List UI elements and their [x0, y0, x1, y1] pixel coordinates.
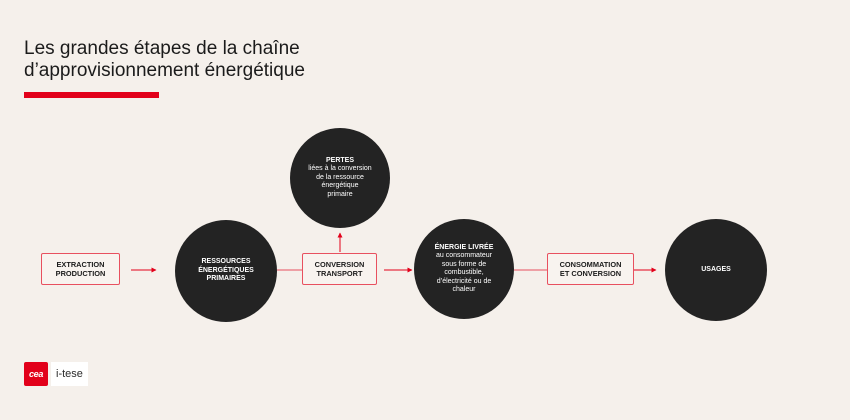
title-underline	[24, 92, 159, 98]
node-extraction-production: EXTRACTION PRODUCTION	[41, 253, 120, 285]
node-consommation-conversion: CONSOMMATION ET CONVERSION	[547, 253, 634, 285]
energie-description: au consommateur sous forme de combustibl…	[435, 252, 493, 293]
diagram-title: Les grandes étapes de la chaîne d’approv…	[24, 38, 305, 81]
itese-logo-text: i-tese	[51, 362, 88, 386]
cea-logo-mark: cea	[24, 362, 48, 386]
pertes-description: liées à la conversion de la ressource én…	[308, 165, 372, 198]
node-conversion-transport: CONVERSION TRANSPORT	[302, 253, 377, 285]
node-pertes: PERTES liées à la conversion de la resso…	[290, 128, 390, 228]
cea-itese-logo: cea i-tese	[24, 362, 88, 386]
energie-title: ÉNERGIE LIVRÉE	[434, 243, 494, 251]
pertes-title: PERTES	[325, 156, 354, 164]
node-energie-livree: ÉNERGIE LIVRÉE au consommateur sous form…	[414, 219, 514, 319]
usages-label: USAGES	[701, 265, 731, 273]
node-usages: USAGES	[665, 219, 767, 321]
ressources-label: RESSOURCES ÉNERGÉTIQUES PRIMAIRES	[198, 258, 254, 283]
node-ressources-energetiques-primaires: RESSOURCES ÉNERGÉTIQUES PRIMAIRES	[175, 220, 277, 322]
